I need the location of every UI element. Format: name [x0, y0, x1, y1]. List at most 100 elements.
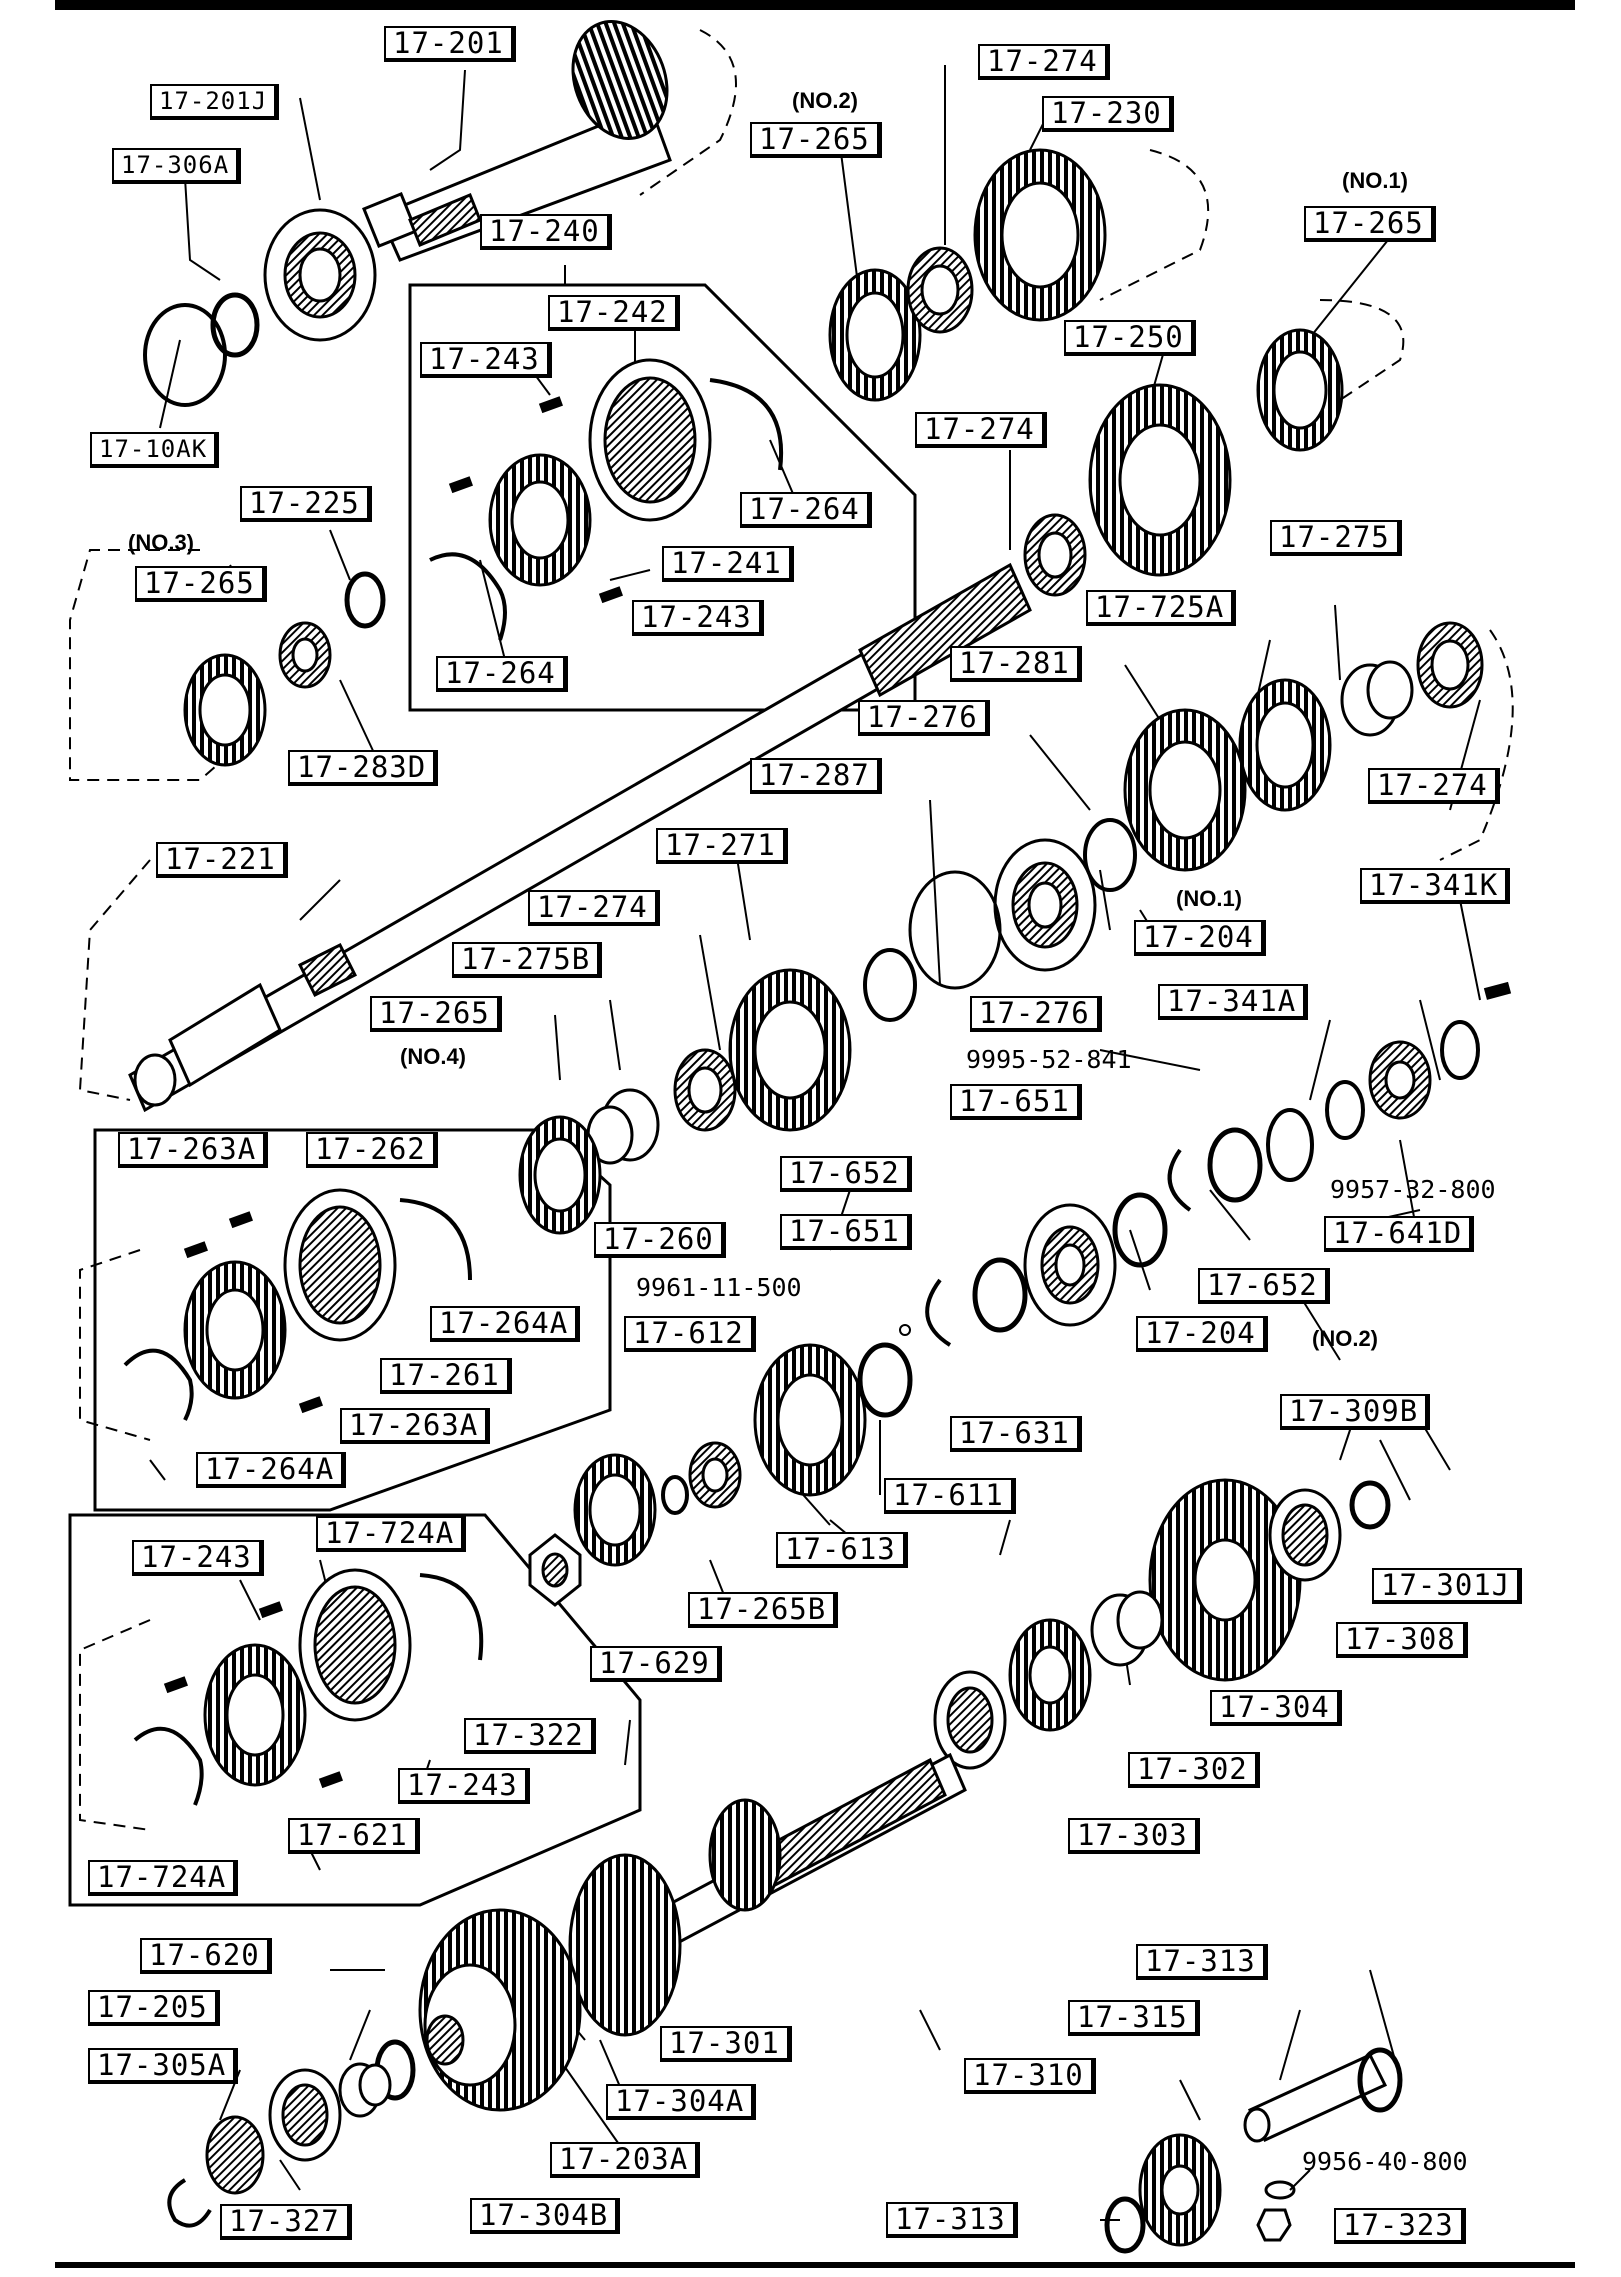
callout-17-651-b: 17-651	[780, 1214, 912, 1250]
note-no1-top: (NO.1)	[1342, 168, 1408, 193]
nut-17-629	[528, 1533, 582, 1607]
nut-17-309B	[1349, 1480, 1391, 1530]
spring-17-264A-b	[123, 1348, 194, 1421]
synchro-ring-17-725A	[1238, 678, 1332, 812]
bearing-17-303	[933, 1670, 1007, 1770]
callout-17-651-a: 17-651	[950, 1084, 1082, 1120]
callout-17-221: 17-221	[156, 842, 288, 878]
spring-17-264-a	[709, 378, 784, 471]
synchro-ring-17-265-no2	[828, 268, 922, 402]
callout-17-201J: 17-201J	[150, 84, 280, 120]
key-17-263A-a	[228, 1211, 253, 1229]
callout-17-265B: 17-265B	[688, 1592, 839, 1628]
bearing-17-205	[268, 2068, 342, 2162]
bushing-17-304	[1090, 1590, 1164, 1667]
callout-17-301: 17-301	[660, 2026, 792, 2062]
callout-17-276-b: 17-276	[970, 996, 1102, 1032]
snap-ring-17-10AK	[143, 303, 227, 407]
callout-17-265-no1: 17-265	[1304, 206, 1436, 242]
group-box-17-620	[68, 1513, 642, 1907]
needle-bearing-17-274-b	[1023, 513, 1087, 597]
callout-17-304: 17-304	[1210, 1690, 1342, 1726]
note-no3: (NO.3)	[128, 530, 194, 555]
callout-17-613: 17-613	[776, 1532, 908, 1568]
callout-17-652-b: 17-652	[1198, 1268, 1330, 1304]
bearing-17-204-no1	[993, 838, 1097, 972]
needle-bearing-17-283D	[278, 621, 332, 689]
callout-17-264A-a: 17-264A	[430, 1306, 581, 1342]
callout-17-263A-b: 17-263A	[340, 1408, 491, 1444]
callout-17-611: 17-611	[884, 1478, 1016, 1514]
callout-17-725A: 17-725A	[1086, 590, 1237, 626]
washer-9956-40-800	[1264, 2180, 1296, 2200]
callout-17-230: 17-230	[1042, 96, 1174, 132]
callout-17-327: 17-327	[220, 2204, 352, 2240]
key-17-243-a	[538, 396, 563, 414]
snap-ring-17-306A	[210, 292, 260, 358]
callout-17-264-a: 17-264	[740, 492, 872, 528]
synchro-ring-17-265-no1	[1256, 328, 1344, 452]
callout-17-313-b: 17-313	[886, 2202, 1018, 2238]
note-no2-204: (NO.2)	[1312, 1326, 1378, 1351]
needle-bearing-17-274-d	[673, 1048, 737, 1132]
callout-17-274-a: 17-274	[978, 44, 1110, 80]
gear-17-611	[753, 1343, 867, 1497]
callout-17-263A-a: 17-263A	[118, 1132, 269, 1168]
callout-17-265-no2: 17-265	[750, 122, 882, 158]
bushing-17-275	[1340, 660, 1414, 737]
thrust-washer-17-276-a	[1083, 818, 1137, 892]
bearing-17-201J	[263, 208, 377, 342]
key-17-243-b	[448, 476, 473, 494]
bearing-17-204-no2	[1023, 1203, 1117, 1327]
spring-17-724A-a	[419, 1573, 484, 1661]
thrust-washer-17-276-b	[863, 948, 917, 1022]
key-17-243-d	[258, 1601, 283, 1619]
washer-17-652-a	[972, 1257, 1028, 1333]
gear-17-308	[1148, 1478, 1302, 1682]
callout-17-276-a: 17-276	[858, 700, 990, 736]
needle-bearing-17-274-a	[906, 246, 974, 334]
bearing-17-301J	[1268, 1488, 1342, 1582]
callout-17-10AK: 17-10AK	[90, 432, 220, 468]
callout-17-203A: 17-203A	[550, 2142, 701, 2178]
callout-17-271: 17-271	[656, 828, 788, 864]
note-no2-top: (NO.2)	[792, 88, 858, 113]
input-shaft	[362, 20, 672, 262]
callout-17-250: 17-250	[1064, 320, 1196, 356]
key-17-243-c	[598, 586, 623, 604]
callout-17-641D: 17-641D	[1324, 1216, 1475, 1252]
callout-17-308: 17-308	[1336, 1622, 1468, 1658]
callout-17-304A: 17-304A	[606, 2084, 757, 2120]
callout-17-306A: 17-306A	[112, 148, 242, 184]
needle-bearing-17-274-c	[1416, 621, 1484, 709]
ball-9961-11-500	[899, 1324, 911, 1336]
callout-17-281: 17-281	[950, 646, 1082, 682]
gear-17-302	[1008, 1618, 1092, 1732]
ring-17-287	[908, 870, 1002, 990]
callout-17-341A: 17-341A	[1158, 984, 1309, 1020]
callout-17-264-b: 17-264	[436, 656, 568, 692]
bottom-border	[55, 2262, 1575, 2268]
callout-17-629: 17-629	[590, 1646, 722, 1682]
sync-hub-17-261	[183, 1260, 287, 1400]
washer-17-313-a	[1357, 2047, 1403, 2113]
callout-17-265-no3: 17-265	[135, 566, 267, 602]
gear-17-271	[728, 968, 852, 1132]
callout-17-612: 17-612	[624, 1316, 756, 1352]
callout-17-274-d: 17-274	[528, 890, 660, 926]
callout-17-242: 17-242	[548, 295, 680, 331]
callout-17-243-d: 17-243	[398, 1768, 530, 1804]
top-border	[55, 0, 1575, 10]
callout-17-341K: 17-341K	[1360, 868, 1511, 904]
callout-17-262: 17-262	[306, 1132, 438, 1168]
key-17-341K	[1483, 981, 1512, 1000]
callout-17-287: 17-287	[750, 758, 882, 794]
callout-17-304B: 17-304B	[470, 2198, 621, 2234]
ring-17-641D	[1266, 1108, 1314, 1182]
washer-9995-52-841	[1207, 1127, 1263, 1203]
washer-17-652-b	[1112, 1192, 1168, 1268]
callout-17-303: 17-303	[1068, 1818, 1200, 1854]
main-shaft-17-221	[128, 562, 1032, 1113]
callout-17-305A: 17-305A	[88, 2048, 239, 2084]
